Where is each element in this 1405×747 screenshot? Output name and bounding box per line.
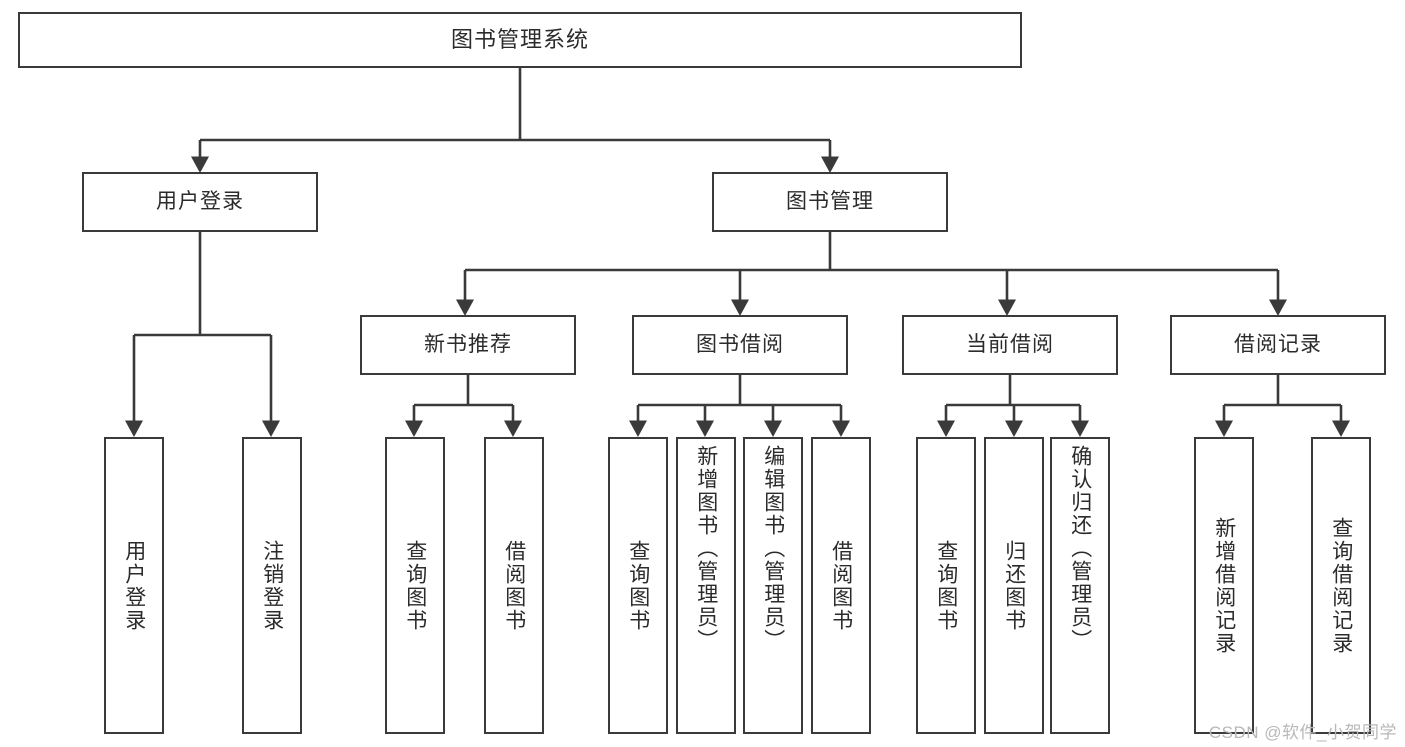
node-book-management[interactable]: 图书管理 (712, 172, 948, 232)
node-label: 图书借阅 (696, 333, 784, 357)
node-label: 图书管理系统 (450, 26, 589, 52)
node-label: 用户登录 (156, 190, 244, 214)
leaf-label: 借阅图书 (829, 539, 853, 632)
node-label: 借阅记录 (1234, 333, 1322, 357)
leaf-add-borrow-record[interactable]: 新增借阅记录 (1194, 437, 1254, 734)
leaf-label: 查询借阅记录 (1329, 516, 1353, 655)
node-label: 图书管理 (786, 190, 874, 214)
leaf-label: 用户登录 (122, 539, 146, 632)
node-borrow-record[interactable]: 借阅记录 (1170, 315, 1386, 375)
node-label: 新书推荐 (424, 333, 512, 357)
leaf-add-book[interactable]: 新增图书（管理员） (676, 437, 736, 734)
leaf-label: 注销登录 (260, 539, 284, 632)
node-label: 当前借阅 (966, 333, 1054, 357)
watermark-text: CSDN @软件_小贺同学 (1208, 723, 1397, 742)
leaf-borrow-book-new[interactable]: 借阅图书 (484, 437, 544, 734)
leaf-user-logout[interactable]: 注销登录 (242, 437, 302, 734)
node-current-borrow[interactable]: 当前借阅 (902, 315, 1118, 375)
leaf-label: 编辑图书（管理员） (761, 445, 785, 652)
leaf-query-book-new[interactable]: 查询图书 (385, 437, 445, 734)
leaf-confirm-return[interactable]: 确认归还（管理员） (1050, 437, 1110, 734)
leaf-label: 归还图书 (1002, 539, 1026, 632)
leaf-label: 查询图书 (403, 539, 427, 632)
leaf-label: 借阅图书 (502, 539, 526, 632)
leaf-label: 新增借阅记录 (1212, 516, 1236, 655)
leaf-query-book-current[interactable]: 查询图书 (916, 437, 976, 734)
leaf-edit-book[interactable]: 编辑图书（管理员） (743, 437, 803, 734)
leaf-label: 新增图书（管理员） (694, 445, 718, 652)
leaf-return-book[interactable]: 归还图书 (984, 437, 1044, 734)
node-book-borrow[interactable]: 图书借阅 (632, 315, 848, 375)
node-new-book-recommend[interactable]: 新书推荐 (360, 315, 576, 375)
leaf-query-borrow-record[interactable]: 查询借阅记录 (1311, 437, 1371, 734)
node-root-system[interactable]: 图书管理系统 (18, 12, 1022, 68)
leaf-borrow-book-borrow[interactable]: 借阅图书 (811, 437, 871, 734)
leaf-user-login[interactable]: 用户登录 (104, 437, 164, 734)
node-user-login[interactable]: 用户登录 (82, 172, 318, 232)
leaf-label: 确认归还（管理员） (1068, 445, 1092, 652)
leaf-label: 查询图书 (934, 539, 958, 632)
leaf-label: 查询图书 (626, 539, 650, 632)
leaf-query-book-borrow[interactable]: 查询图书 (608, 437, 668, 734)
